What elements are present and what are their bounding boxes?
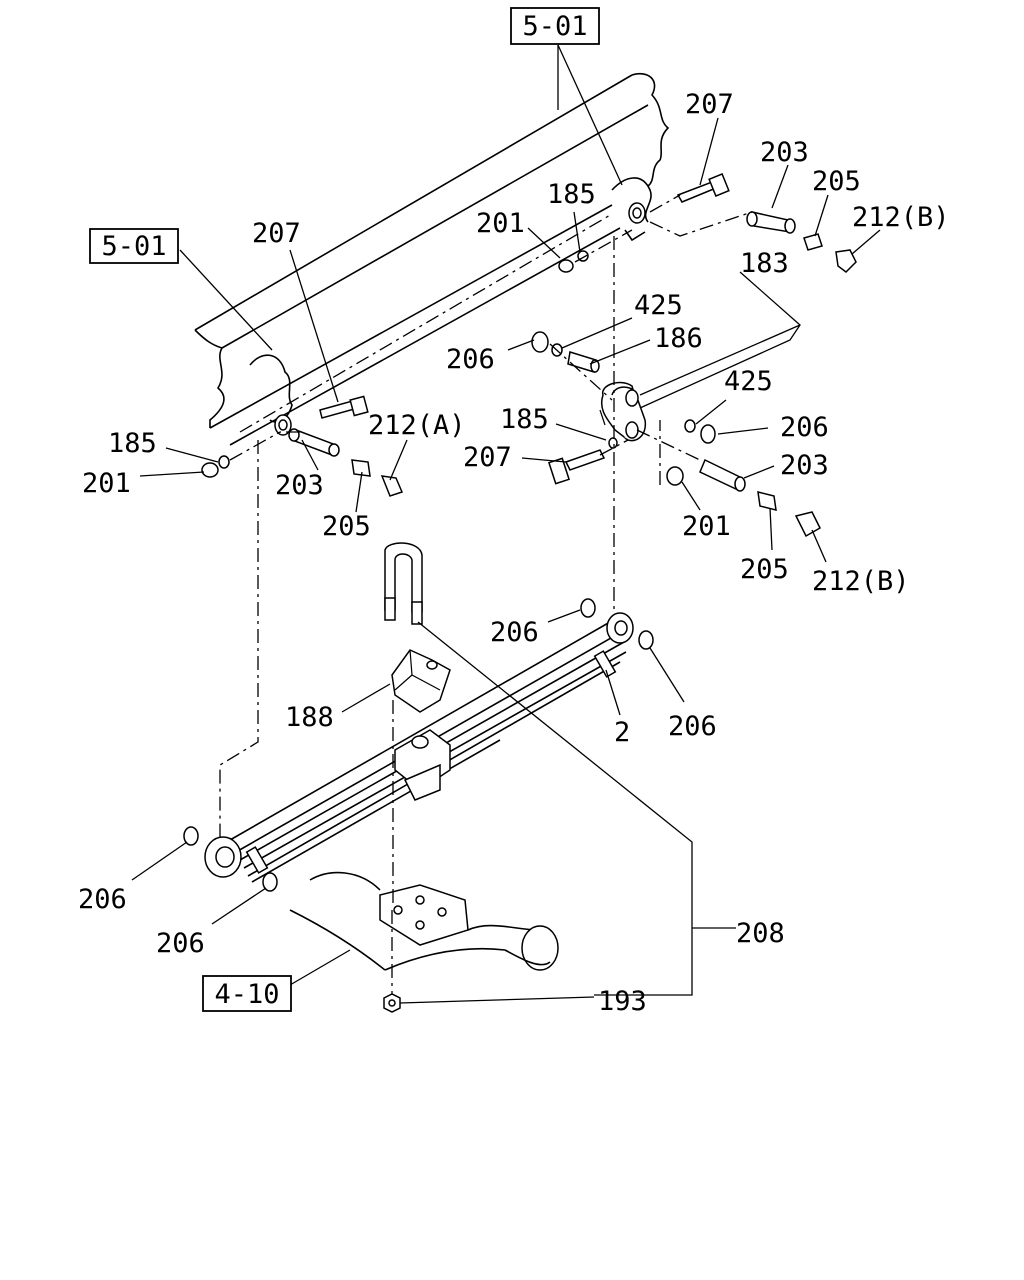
callout-205-right[interactable]: 205: [740, 554, 789, 585]
callout-186[interactable]: 186: [654, 323, 703, 354]
ref-axle-text: 4-10: [214, 979, 279, 1010]
callout-203-top[interactable]: 203: [760, 137, 809, 168]
callout-201-left[interactable]: 201: [82, 468, 131, 499]
callout-207-left[interactable]: 207: [252, 218, 301, 249]
callout-203-left[interactable]: 203: [275, 470, 324, 501]
callout-185-mid[interactable]: 185: [500, 404, 549, 435]
frame-rail: [194, 73, 670, 446]
callout-205-top[interactable]: 205: [812, 166, 861, 197]
leaf-spring: [204, 612, 634, 883]
callout-212b-top[interactable]: 212(B): [852, 202, 950, 233]
hardware: [183, 173, 857, 1013]
callout-207-top[interactable]: 207: [685, 89, 734, 120]
ref-box-frame-top[interactable]: 5-01: [510, 7, 600, 45]
callout-207-mid[interactable]: 207: [463, 442, 512, 473]
shackle: [599, 381, 647, 442]
callout-206-bottom-left[interactable]: 206: [78, 884, 127, 915]
callout-201-right[interactable]: 201: [682, 511, 731, 542]
callout-193[interactable]: 193: [598, 986, 647, 1017]
ref-frame-left-text: 5-01: [101, 231, 166, 262]
callout-185-left[interactable]: 185: [108, 428, 157, 459]
callout-206-spring-right[interactable]: 206: [668, 711, 717, 742]
callout-425-lower[interactable]: 425: [724, 366, 773, 397]
leader-lines: [131, 44, 881, 1004]
callout-185-top[interactable]: 185: [547, 179, 596, 210]
callout-206-upper[interactable]: 206: [446, 344, 495, 375]
callout-203-right[interactable]: 203: [780, 450, 829, 481]
callout-425-upper[interactable]: 425: [634, 290, 683, 321]
callout-206-bottom[interactable]: 206: [156, 928, 205, 959]
ref-frame-top-text: 5-01: [522, 11, 587, 42]
callout-labels: 207 203 205 212(B) 185 201 183 425 186 2…: [78, 89, 950, 1017]
callout-212a[interactable]: 212(A): [368, 410, 466, 441]
callout-183[interactable]: 183: [740, 248, 789, 279]
callout-201-top[interactable]: 201: [476, 208, 525, 239]
callout-205-left[interactable]: 205: [322, 511, 371, 542]
callout-2[interactable]: 2: [614, 717, 630, 748]
callout-206-spring-top[interactable]: 206: [490, 617, 539, 648]
u-bolt: [384, 542, 423, 625]
ref-box-axle[interactable]: 4-10: [202, 975, 292, 1012]
callout-212b-right[interactable]: 212(B): [812, 566, 910, 597]
callout-188[interactable]: 188: [285, 702, 334, 733]
callout-208[interactable]: 208: [736, 918, 785, 949]
assembly-lines: [219, 194, 753, 994]
ref-box-frame-left[interactable]: 5-01: [89, 228, 179, 264]
bumper: [391, 649, 451, 713]
callout-206-right[interactable]: 206: [780, 412, 829, 443]
axle: [289, 871, 559, 971]
